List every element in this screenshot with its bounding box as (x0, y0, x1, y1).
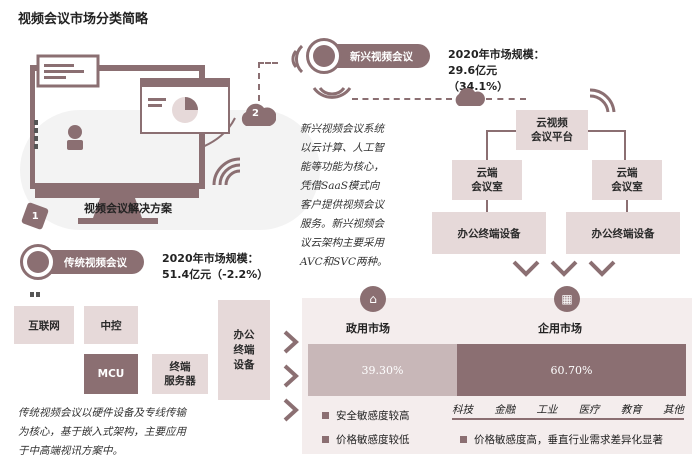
new-conference-icon-inner (313, 45, 335, 67)
industry-ticks (452, 418, 684, 420)
desc-line: 新兴视频会议系统 (300, 123, 384, 135)
new-description: 新兴视频会议系统 以云计算、人工智 能等功能为核心， 凭借SaaS模式向 客户提… (300, 120, 430, 272)
desc-line: 客户提供视频会议 (300, 199, 384, 211)
tree-connector (588, 130, 626, 160)
gov-note-1: 安全敏感度较高 (336, 410, 410, 422)
industry-list: 科技 金融 工业 医疗 教育 其他 (452, 402, 684, 417)
desc-line: 传统视频会议以硬件设备及专线传输 (18, 407, 186, 419)
dashed-connector (258, 62, 260, 112)
legend-marker (322, 412, 329, 419)
ent-share-label: 60.70% (550, 363, 593, 377)
step-2-number: 2 (252, 108, 259, 119)
legend-marker (460, 436, 467, 443)
gov-market-icon: ⌂ (360, 286, 386, 312)
industry-item: 医疗 (578, 404, 600, 416)
desc-line: 于中高端视讯方案中。 (18, 445, 123, 457)
ent-note: 价格敏感度高，垂直行业需求差异化显著 (474, 434, 663, 446)
desc-line: 服务。新兴视频会 (300, 218, 384, 230)
traditional-description: 传统视频会议以硬件设备及专线传输 为核心，基于嵌入式架构，主要应用 于中高端视讯… (18, 404, 278, 461)
tree-connector (486, 130, 516, 160)
cloud-platform-box: 云视频 会议平台 (516, 110, 588, 150)
chevron-right-icon (283, 330, 299, 422)
wifi-icon (312, 87, 352, 99)
dashed-connector (258, 62, 278, 64)
cloud-room-right: 云端 会议室 (592, 160, 662, 200)
gov-note-2: 价格敏感度较低 (336, 434, 410, 446)
room-line: 云端 (476, 167, 498, 179)
industry-item: 教育 (620, 404, 642, 416)
new-market-size-label: 2020年市场规模： (448, 48, 545, 61)
step-1-number: 1 (31, 210, 39, 222)
device-line: 设备 (233, 358, 255, 371)
ent-share-segment: 60.70% (457, 344, 686, 396)
industry-item: 其他 (662, 404, 684, 416)
room-line: 会议室 (471, 181, 503, 193)
desc-line: 为核心，基于嵌入式架构，主要应用 (18, 426, 186, 438)
traditional-conference-icon-inner (27, 251, 49, 273)
cloud-device-left: 办公终端设备 (432, 212, 546, 254)
ent-market-icon: ▦ (554, 286, 580, 312)
device-line: 终端 (233, 343, 255, 356)
industry-item: 金融 (494, 404, 516, 416)
tree-connector (626, 200, 628, 212)
wifi-icon (212, 157, 241, 186)
tree-connector (486, 200, 488, 212)
office-device-box: 办公 终端 设备 (218, 300, 270, 400)
cloud-icon (455, 88, 485, 106)
platform-line: 云视频 (536, 117, 568, 129)
dashed-connector (486, 98, 526, 100)
device-line: 办公 (233, 328, 255, 341)
gov-market-label: 政用市场 (346, 322, 390, 335)
desc-line: AVC和SVC两种。 (300, 256, 388, 268)
chevron-down-icon (512, 260, 616, 277)
control-box: 中控 (84, 306, 138, 344)
server-line: 终端 (169, 361, 191, 373)
monitor-illustration (30, 54, 236, 224)
traditional-conference-label: 传统视频会议 (64, 256, 127, 269)
room-line: 会议室 (611, 181, 643, 193)
desc-line: 凭借SaaS模式向 (300, 180, 380, 192)
new-market-size-value: 29.6亿元 (448, 64, 498, 77)
room-line: 云端 (616, 167, 638, 179)
cloud-device-right: 办公终端设备 (566, 212, 680, 254)
legend-marker (322, 436, 329, 443)
traditional-market-size-label: 2020年市场规模： (162, 252, 259, 265)
cloud-room-left: 云端 会议室 (452, 160, 522, 200)
industry-item: 科技 (452, 404, 473, 416)
platform-line: 会议平台 (531, 131, 573, 143)
server-line: 服务器 (164, 375, 196, 387)
traditional-market-size-value: 51.4亿元（-2.2%） (162, 268, 269, 281)
terminal-server-box: 终端 服务器 (152, 354, 208, 394)
window-chart-illustration (140, 78, 230, 134)
ent-market-label: 企用市场 (538, 322, 582, 335)
wifi-icon (589, 88, 616, 113)
solution-label: 视频会议解决方案 (84, 202, 172, 215)
step-2-cloud-icon (241, 103, 276, 126)
gov-share-segment: 39.30% (308, 344, 457, 396)
desc-line: 以云计算、人工智 (300, 142, 384, 154)
wifi-icon (291, 44, 304, 74)
internet-box: 互联网 (14, 306, 74, 344)
mcu-box: MCU (84, 354, 138, 394)
desc-line: 能等功能为核心， (300, 161, 384, 173)
page-title: 视频会议市场分类简略 (18, 12, 149, 27)
share-bar: 39.30% 60.70% (308, 344, 686, 396)
industry-item: 工业 (536, 404, 558, 416)
dashed-connector (352, 98, 452, 100)
gov-share-label: 39.30% (361, 363, 404, 377)
desc-line: 议云架构主要采用 (300, 237, 384, 249)
new-conference-label: 新兴视频会议 (350, 50, 413, 63)
